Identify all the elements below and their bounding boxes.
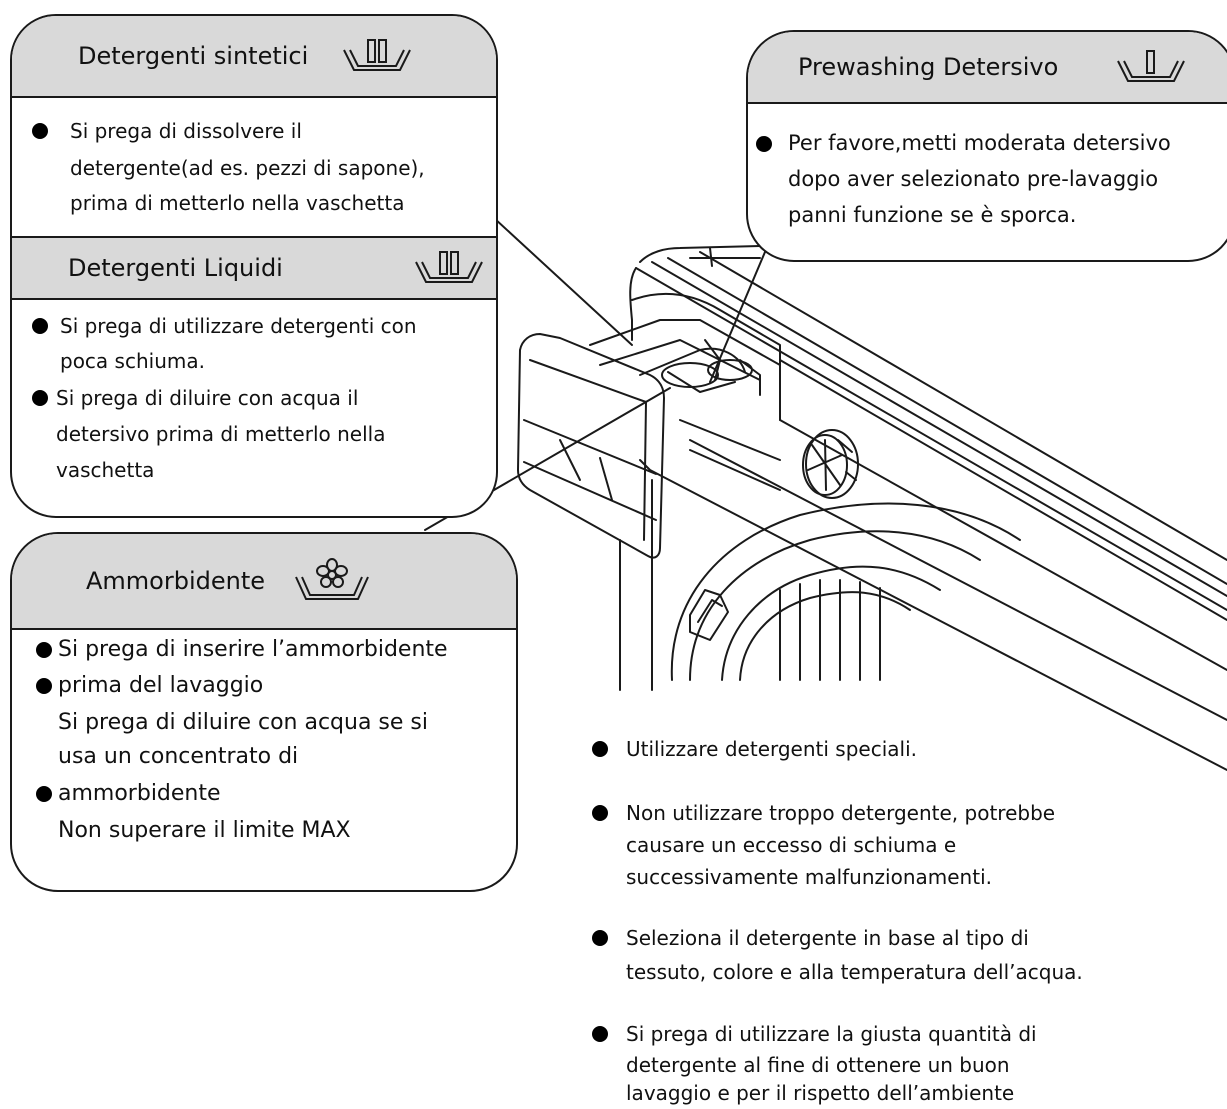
bullet-dot [592,741,608,757]
synthetic-line-3: prima di metterlo nella vaschetta [70,191,405,215]
synthetic-title: Detergenti sintetici [78,42,309,70]
tip-3-line-1: Seleziona il detergente in base al tipo … [626,926,1029,950]
prewash-line-3: panni funzione se è sporca. [788,203,1077,227]
bullet-dot [592,805,608,821]
bullet-dot [592,930,608,946]
bullet-dot [36,786,52,802]
callout-synthetic-liquid: Detergenti sintetici Si prega di dissolv… [10,14,498,518]
bullet-dot [32,318,48,334]
tip-2-line-3: successivamente malfunzionamenti. [626,865,992,889]
tip-4-line-3: lavaggio e per il rispetto dell’ambiente [626,1081,1015,1105]
single-bar-tray-icon [1117,50,1185,82]
tip-2-line-2: causare un eccesso di schiuma e [626,833,957,857]
flower-tray-icon [295,558,369,600]
prewash-title: Prewashing Detersivo [798,53,1059,81]
liquid-line-1: Si prega di utilizzare detergenti con [60,314,417,338]
liquid-line-2: poca schiuma. [60,349,205,373]
tip-4-line-2: detergente al fine di ottenere un buon [626,1053,1010,1077]
door-hinge [689,589,729,641]
drawer-front [517,333,665,559]
bullet-dot [36,678,52,694]
bullet-dot [36,642,52,658]
double-bar-tray-icon [415,251,483,283]
bullet-dot [32,123,48,139]
callout-prewash: Prewashing Detersivo Per favore,metti mo… [746,30,1227,262]
softener-line-1: Si prega di inserire l’ammorbidente [58,637,448,662]
leader-line-synthetic [493,217,633,346]
bullet-dot [32,390,48,406]
tip-4-line-1: Si prega di utilizzare la giusta quantit… [626,1022,1037,1046]
cabinet-top-edge [639,245,761,263]
drawer-body [589,319,781,366]
prewash-line-2: dopo aver selezionato pre-lavaggio [788,167,1159,191]
synthetic-header: Detergenti sintetici [12,16,496,98]
program-knob [802,429,859,499]
tip-2-line-1: Non utilizzare troppo detergente, potreb… [626,801,1056,825]
softener-line-2: prima del lavaggio [58,673,264,698]
callout-softener: Ammorbidente Si prega di inserire l’ammo… [10,532,518,892]
liquid-header: Detergenti Liquidi [12,236,496,300]
leader-line-prewash [709,251,766,383]
prewash-line-1: Per favore,metti moderata detersivo [788,131,1171,155]
bullet-dot [592,1026,608,1042]
liquid-title: Detergenti Liquidi [68,254,283,282]
softener-line-3: Si prega di diluire con acqua se si [58,710,428,735]
cabinet-front-panel [629,267,637,341]
synthetic-line-1: Si prega di dissolvere il [70,119,302,143]
tip-3-line-2: tessuto, colore e alla temperatura dell’… [626,960,1083,984]
softener-line-6: Non superare il limite MAX [58,818,351,843]
door [670,502,1021,681]
softener-line-5: ammorbidente [58,781,221,806]
liquid-line-3: Si prega di diluire con acqua il [56,386,359,410]
prewash-header: Prewashing Detersivo [748,32,1227,104]
softener-line-4: usa un concentrato di [58,744,299,769]
liquid-line-5: vaschetta [56,458,155,482]
softener-title: Ammorbidente [86,567,266,595]
tip-1-line-1: Utilizzare detergenti speciali. [626,737,917,761]
synthetic-line-2: detergente(ad es. pezzi di sapone), [70,156,425,180]
bullet-dot [756,136,772,152]
liquid-line-4: detersivo prima di metterlo nella [56,422,386,446]
double-bar-tray-icon [343,39,411,71]
softener-header: Ammorbidente [12,534,516,630]
